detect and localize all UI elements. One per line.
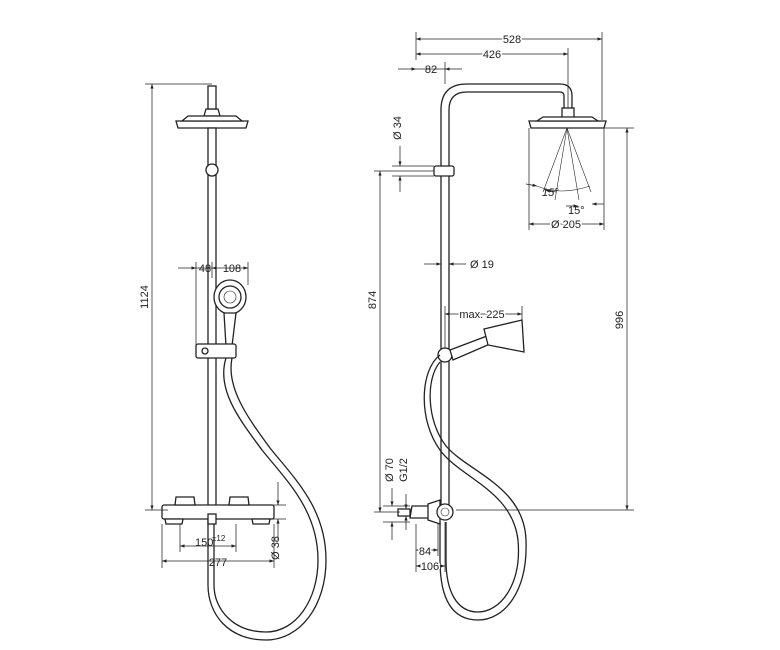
dim-diameter-205: Ø 205 xyxy=(528,128,605,233)
dim-48-108: 48 108 xyxy=(178,262,249,348)
dim-label-84: 84 xyxy=(419,546,431,558)
dim-996: 996 xyxy=(456,127,634,511)
dim-label-diameter-34: Ø 34 xyxy=(392,116,404,140)
dim-150: 150 ±12 xyxy=(179,524,237,552)
front-hand-shower xyxy=(195,279,247,359)
dim-1124: 1124 xyxy=(139,83,212,511)
dim-label-angle-right: 15° xyxy=(568,205,585,217)
front-riser-pipe xyxy=(205,127,219,509)
dim-label-150-tolerance: ±12 xyxy=(212,534,226,543)
side-riser-and-arm xyxy=(440,83,575,508)
front-view: 1124 48 108 150 ±12 277 xyxy=(139,83,327,641)
side-view: 528 426 82 Ø 34 874 xyxy=(366,32,634,621)
dim-label-diameter-70: Ø 70 xyxy=(384,458,396,482)
side-mixer-body xyxy=(397,499,454,525)
dim-label-diameter-19: Ø 19 xyxy=(470,259,494,271)
dim-label-108: 108 xyxy=(223,263,241,275)
dim-label-426: 426 xyxy=(483,49,501,61)
dim-label-82: 82 xyxy=(425,64,437,76)
dim-diameter-34: Ø 34 xyxy=(392,116,434,192)
dim-106: 106 xyxy=(416,522,446,575)
front-thermostatic-mixer xyxy=(161,496,275,525)
dim-label-angle-left: 15° xyxy=(542,187,559,199)
dim-rosette-thread: Ø 70 G1/2 xyxy=(383,458,410,540)
dim-label-48: 48 xyxy=(199,263,211,275)
dim-label-diameter-38: Ø 38 xyxy=(270,536,282,560)
side-hose xyxy=(423,354,520,613)
dim-84: 84 xyxy=(415,524,439,572)
dim-label-874: 874 xyxy=(367,291,379,309)
dim-label-thread: G1/2 xyxy=(398,458,410,482)
dim-label-106: 106 xyxy=(421,561,439,573)
dim-max-225: max. 225 xyxy=(444,306,523,348)
dim-label-diameter-205: Ø 205 xyxy=(551,219,581,231)
side-hand-shower xyxy=(437,319,525,363)
dim-diameter-19: Ø 19 xyxy=(424,259,494,271)
dim-82: 82 xyxy=(398,62,462,84)
dim-277: 277 xyxy=(161,524,275,569)
front-hose xyxy=(213,357,319,633)
dim-528: 528 xyxy=(415,32,603,120)
dim-label-max-225: max. 225 xyxy=(459,309,504,321)
front-overhead-shower xyxy=(175,85,249,129)
dim-label-528: 528 xyxy=(503,34,521,46)
side-spray-cone xyxy=(536,127,592,201)
dim-874: 874 xyxy=(366,170,434,513)
side-overhead-shower xyxy=(528,116,607,129)
dim-spray-angles: 15° 15° xyxy=(525,183,604,217)
dim-label-150: 150 xyxy=(195,537,213,549)
dim-label-277: 277 xyxy=(209,557,227,569)
dim-label-1124: 1124 xyxy=(139,285,151,309)
dim-label-996: 996 xyxy=(614,311,626,329)
dim-426: 426 xyxy=(416,48,569,108)
dim-diameter-38: Ø 38 xyxy=(268,482,286,560)
side-slider xyxy=(433,165,455,177)
